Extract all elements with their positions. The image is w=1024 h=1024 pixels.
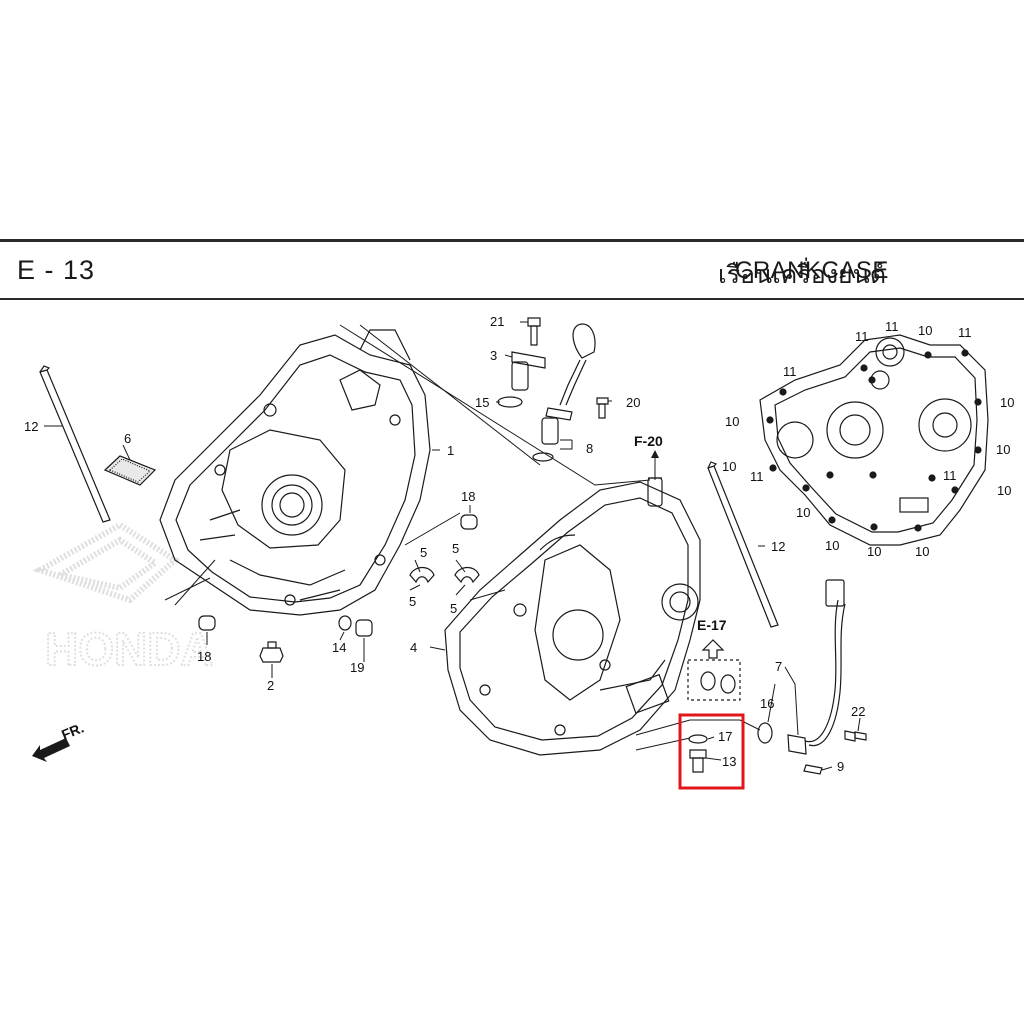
label-part-3: 3 bbox=[490, 348, 497, 363]
o-ring-16 bbox=[757, 722, 773, 744]
header-bottom-rule bbox=[0, 298, 1024, 300]
front-label: FR. bbox=[59, 719, 86, 742]
sensor-7 bbox=[787, 734, 807, 755]
label-part-17: 17 bbox=[718, 729, 732, 744]
label-part-22: 22 bbox=[851, 704, 865, 719]
collar bbox=[355, 619, 373, 637]
highlight-box bbox=[678, 713, 745, 790]
label-part-12a: 12 bbox=[24, 419, 38, 434]
label-part-19: 19 bbox=[350, 660, 364, 675]
watermark-text: HONDA bbox=[45, 623, 214, 675]
e17-label: E-17 bbox=[697, 617, 727, 633]
section-code: E - 13 bbox=[17, 255, 96, 285]
drain-bolt-13 bbox=[689, 749, 707, 759]
drain-bolt bbox=[259, 647, 284, 663]
label-part-11c: 11 bbox=[958, 325, 972, 340]
stud-bolt-right bbox=[707, 461, 779, 628]
honda-watermark: HONDA bbox=[32, 521, 215, 676]
f20-label: F-20 bbox=[634, 433, 663, 449]
dowel-pin-lower bbox=[198, 615, 216, 631]
label-part-13: 13 bbox=[722, 754, 736, 769]
label-part-14: 14 bbox=[332, 640, 346, 655]
label-part-1: 1 bbox=[447, 443, 454, 458]
label-part-10b: 10 bbox=[725, 414, 739, 429]
label-part-2: 2 bbox=[267, 678, 274, 693]
right-crankcase-half bbox=[444, 477, 701, 756]
e17-dashed-box bbox=[687, 659, 741, 701]
label-part-12b: 12 bbox=[771, 539, 785, 554]
leader-lines bbox=[44, 321, 861, 771]
label-part-5c: 5 bbox=[409, 594, 416, 609]
label-part-11d: 11 bbox=[783, 364, 797, 379]
f20-arrow-icon bbox=[651, 450, 659, 458]
label-part-5d: 5 bbox=[450, 601, 457, 616]
label-part-5b: 5 bbox=[452, 541, 459, 556]
label-part-8: 8 bbox=[586, 441, 593, 456]
label-part-6: 6 bbox=[124, 431, 131, 446]
label-part-9: 9 bbox=[837, 759, 844, 774]
label-part-7: 7 bbox=[775, 659, 782, 674]
washer-17 bbox=[688, 734, 708, 744]
sensor-connector bbox=[825, 579, 845, 607]
dowel-pin-upper bbox=[460, 514, 478, 530]
bolt-21 bbox=[527, 317, 541, 327]
bearing-right bbox=[454, 566, 480, 584]
label-part-11f: 11 bbox=[943, 468, 957, 483]
label-part-15: 15 bbox=[475, 395, 489, 410]
front-arrow-icon bbox=[32, 738, 70, 762]
label-part-10h: 10 bbox=[825, 538, 839, 553]
title-english: CRANKCASE bbox=[735, 257, 889, 284]
label-part-10j: 10 bbox=[915, 544, 929, 559]
top-center-parts bbox=[497, 317, 609, 462]
part-number-labels: 1 2 3 4 5 5 5 5 6 7 8 9 10 10 10 10 10 1… bbox=[24, 314, 1014, 774]
label-part-10f: 10 bbox=[997, 483, 1011, 498]
label-part-11e: 11 bbox=[750, 469, 764, 484]
f20-reference: F-20 bbox=[634, 433, 663, 458]
label-part-16: 16 bbox=[760, 696, 774, 711]
bolt-20 bbox=[596, 397, 609, 405]
front-direction-arrow: FR. bbox=[32, 719, 86, 762]
label-part-4: 4 bbox=[410, 640, 417, 655]
label-part-10c: 10 bbox=[1000, 395, 1014, 410]
o-ring-15 bbox=[497, 396, 523, 408]
exploded-view-diagram: HONDA bbox=[24, 314, 1014, 790]
label-part-18b: 18 bbox=[197, 649, 211, 664]
label-part-10i: 10 bbox=[867, 544, 881, 559]
crankcase-side-view bbox=[759, 334, 989, 546]
label-part-11a: 11 bbox=[855, 329, 869, 344]
lower-right-parts bbox=[687, 579, 867, 775]
dipstick-handle bbox=[572, 323, 596, 359]
label-part-21: 21 bbox=[490, 314, 504, 329]
label-part-10e: 10 bbox=[722, 459, 736, 474]
title-thai: เรือนเครื่องยนต์ bbox=[718, 261, 886, 289]
label-part-10g: 10 bbox=[796, 505, 810, 520]
oil-seal bbox=[338, 615, 352, 631]
label-part-10d: 10 bbox=[996, 442, 1010, 457]
speed-sensor bbox=[511, 351, 546, 369]
label-part-11b: 11 bbox=[885, 319, 899, 334]
bolt-9 bbox=[803, 764, 823, 775]
label-part-5a: 5 bbox=[420, 545, 427, 560]
header-top-rule bbox=[0, 239, 1024, 242]
dipstick-o-ring bbox=[532, 452, 554, 462]
e17-arrow-up-icon bbox=[701, 639, 725, 659]
bearing-left bbox=[409, 566, 435, 584]
label-part-10a: 10 bbox=[918, 323, 932, 338]
bolt-22 bbox=[844, 730, 856, 742]
label-part-18a: 18 bbox=[461, 489, 475, 504]
left-crankcase-half bbox=[159, 329, 431, 616]
stud-bolt-left bbox=[39, 365, 111, 523]
oil-strainer-screen bbox=[103, 455, 157, 486]
dipstick-body bbox=[541, 417, 559, 445]
label-part-20: 20 bbox=[626, 395, 640, 410]
